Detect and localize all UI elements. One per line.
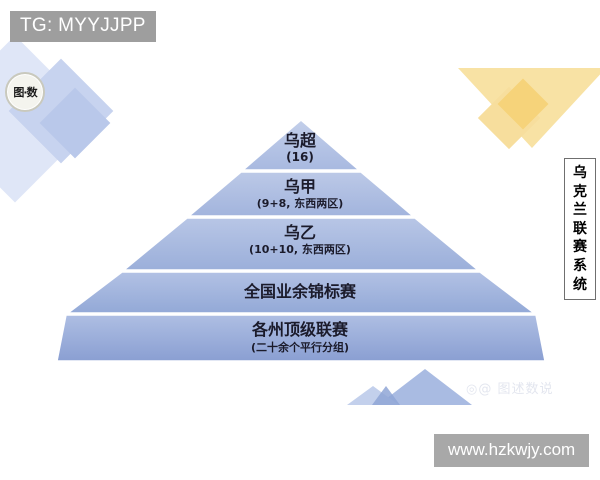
side-label-char-4: 赛 <box>573 239 587 256</box>
side-label-char-0: 乌 <box>573 165 587 181</box>
logo-badge: 图·数 <box>5 72 45 112</box>
pyramid-tier-1 <box>240 119 362 171</box>
side-label-char-3: 联 <box>573 220 587 237</box>
site-watermark: www.hzkwjy.com <box>434 434 590 467</box>
pyramid-tier-4 <box>65 271 537 314</box>
side-label-char-2: 兰 <box>573 202 587 219</box>
logo-badge-text: 图·数 <box>13 85 37 99</box>
side-label-char-5: 系 <box>573 258 587 275</box>
pyramid-tier-5 <box>56 314 546 362</box>
side-label-char-6: 统 <box>573 276 587 293</box>
chart-title-vertical: 乌 克 兰 联 赛 系 统 <box>564 158 596 301</box>
pyramid-tier-2 <box>186 171 416 217</box>
side-label-char-1: 克 <box>573 183 587 200</box>
telegram-handle-banner: TG: MYYJJPP <box>10 11 156 42</box>
pyramid-tier-3 <box>121 217 481 271</box>
weibo-watermark: ◎@ 图述数说 <box>466 382 554 397</box>
